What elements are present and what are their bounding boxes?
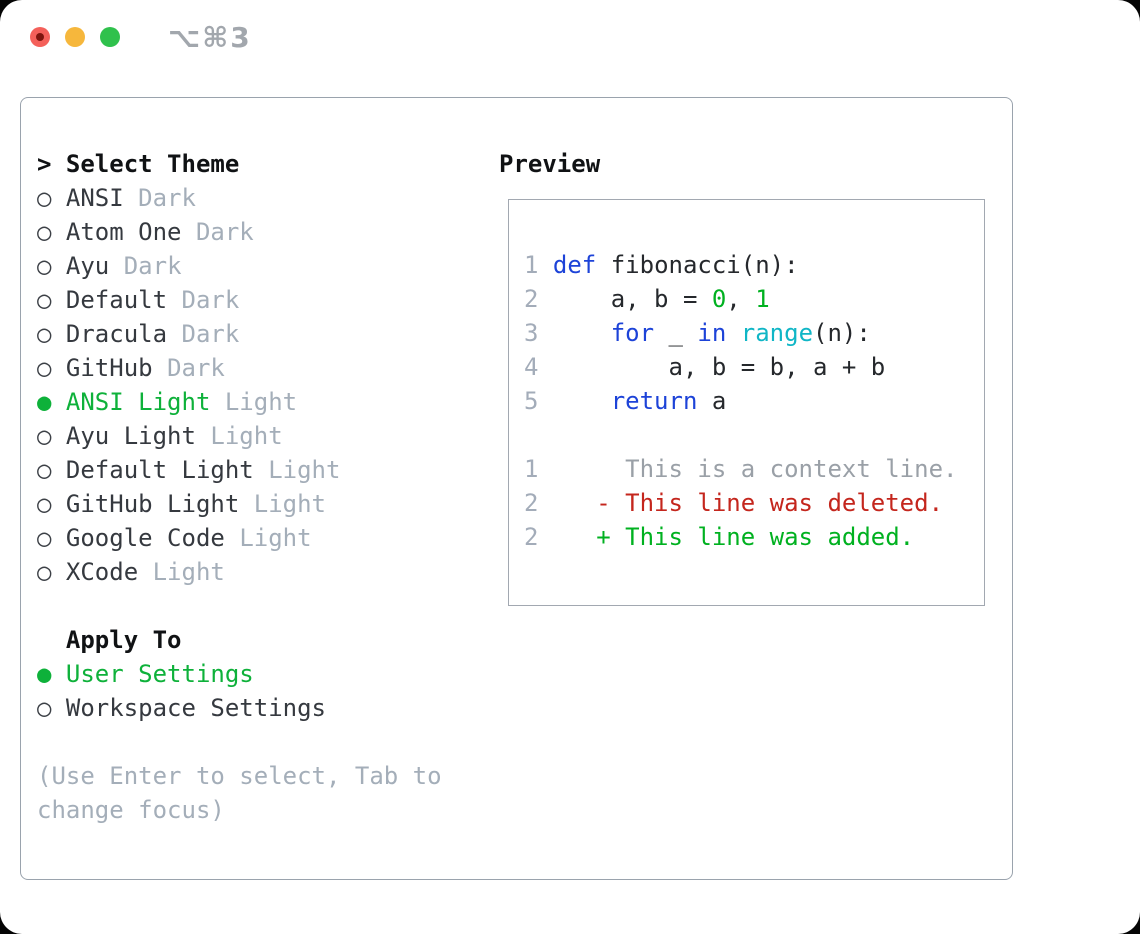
theme-option-default[interactable]: ○ Default Dark	[37, 283, 442, 317]
help-text-line-2: change focus)	[37, 793, 442, 827]
apply-option-workspace-settings[interactable]: ○ Workspace Settings	[37, 691, 442, 725]
theme-option-xcode[interactable]: ○ XCode Light	[37, 555, 442, 589]
title-bar: ⌥⌘3	[0, 0, 1140, 70]
code-line-7: 1 This is a context line.	[524, 455, 958, 483]
theme-option-default-light[interactable]: ○ Default Light Light	[37, 453, 442, 487]
theme-option-dracula[interactable]: ○ Dracula Dark	[37, 317, 442, 351]
theme-variant: Dark	[123, 252, 182, 280]
prompt-caret: >	[37, 150, 66, 178]
radio-unselected-icon: ○	[37, 524, 52, 552]
theme-name: Default Light	[65, 456, 254, 484]
theme-name: XCode	[65, 558, 139, 586]
theme-variant: Dark	[167, 354, 225, 382]
code-line-2: 2 a, b = 0, 1	[524, 285, 770, 313]
code-line-9: 2 + This line was added.	[524, 523, 915, 551]
minimize-button[interactable]	[65, 27, 85, 47]
radio-unselected-icon: ○	[37, 218, 52, 246]
theme-name: Atom One	[65, 218, 182, 246]
radio-unselected-icon: ○	[37, 490, 52, 518]
code-line-3: 3 for _ in range(n):	[524, 319, 871, 347]
code-line-8: 2 - This line was deleted.	[524, 489, 944, 517]
theme-name: GitHub Light	[65, 490, 240, 518]
theme-name: Default	[65, 286, 168, 314]
spacer	[37, 589, 442, 623]
zoom-button[interactable]	[100, 27, 120, 47]
theme-variant: Light	[224, 388, 298, 416]
main-panel: > Select Theme○ ANSI Dark○ Atom One Dark…	[20, 97, 1013, 880]
code-line-1: 1 def fibonacci(n):	[524, 251, 799, 279]
apply-to-header: Apply To	[37, 623, 442, 657]
radio-selected-icon: ●	[37, 388, 52, 416]
theme-variant: Light	[152, 558, 225, 586]
help-text: (Use Enter to select, Tab to	[37, 762, 442, 790]
preview-box: 1 def fibonacci(n): 2 a, b = 0, 1 3 for _ …	[508, 199, 985, 606]
apply-option-label: User Settings	[65, 660, 254, 688]
theme-option-ansi-light[interactable]: ● ANSI Light Light	[37, 385, 442, 419]
close-dot-icon	[36, 33, 44, 41]
spacer	[37, 725, 442, 759]
theme-variant: Dark	[181, 320, 240, 348]
theme-variant: Light	[210, 422, 283, 450]
radio-unselected-icon: ○	[37, 456, 52, 484]
theme-option-ansi[interactable]: ○ ANSI Dark	[37, 181, 442, 215]
theme-name: Dracula	[65, 320, 168, 348]
select-theme-label: Select Theme	[65, 150, 240, 178]
help-text-line-1: (Use Enter to select, Tab to	[37, 759, 442, 793]
theme-variant: Light	[268, 456, 341, 484]
theme-variant: Light	[239, 524, 312, 552]
help-text: change focus)	[37, 796, 225, 824]
theme-variant: Light	[253, 490, 326, 518]
radio-unselected-icon: ○	[37, 422, 52, 450]
theme-name: Ayu	[65, 252, 110, 280]
theme-variant: Dark	[138, 184, 196, 212]
radio-unselected-icon: ○	[37, 252, 52, 280]
theme-name: GitHub	[65, 354, 153, 382]
radio-unselected-icon: ○	[37, 558, 52, 586]
radio-selected-icon: ●	[37, 660, 52, 688]
preview-title: Preview	[499, 150, 601, 178]
apply-option-user-settings[interactable]: ● User Settings	[37, 657, 442, 691]
radio-unselected-icon: ○	[37, 286, 52, 314]
code-blank-line	[524, 418, 984, 452]
theme-name: Ayu Light	[65, 422, 196, 450]
theme-option-github-light[interactable]: ○ GitHub Light Light	[37, 487, 442, 521]
select-theme-header: > Select Theme	[37, 147, 442, 181]
radio-unselected-icon: ○	[37, 184, 52, 212]
theme-option-atom-one[interactable]: ○ Atom One Dark	[37, 215, 442, 249]
theme-selector: > Select Theme○ ANSI Dark○ Atom One Dark…	[37, 147, 442, 827]
theme-option-ayu[interactable]: ○ Ayu Dark	[37, 249, 442, 283]
code-line-5: 5 return a	[524, 387, 727, 415]
apply-to-label: Apply To	[37, 626, 182, 654]
code-line-4: 4 a, b = b, a + b	[524, 353, 886, 381]
radio-unselected-icon: ○	[37, 354, 52, 382]
apply-option-label: Workspace Settings	[65, 694, 326, 722]
theme-name: Google Code	[65, 524, 225, 552]
radio-unselected-icon: ○	[37, 320, 52, 348]
theme-variant: Dark	[195, 218, 254, 246]
window-title: ⌥⌘3	[168, 21, 252, 54]
theme-name: ANSI Light	[65, 388, 211, 416]
theme-option-google-code[interactable]: ○ Google Code Light	[37, 521, 442, 555]
close-button[interactable]	[30, 27, 50, 47]
theme-option-ayu-light[interactable]: ○ Ayu Light Light	[37, 419, 442, 453]
theme-option-github[interactable]: ○ GitHub Dark	[37, 351, 442, 385]
theme-name: ANSI	[65, 184, 124, 212]
radio-unselected-icon: ○	[37, 694, 52, 722]
theme-variant: Dark	[181, 286, 240, 314]
